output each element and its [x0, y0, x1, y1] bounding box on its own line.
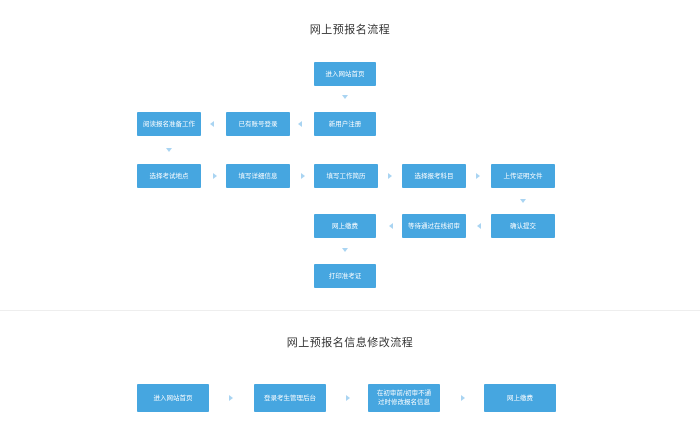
- arrow-down: [342, 95, 348, 99]
- step2-modify-info: 在初审前/初审不通 过时修改报名信息: [368, 384, 440, 412]
- step-confirm-submit: 确认提交: [491, 214, 555, 238]
- step-existing-login: 已有账号登录: [226, 112, 290, 136]
- arrow-left: [477, 223, 481, 229]
- step-print-ticket: 打印准考证: [314, 264, 376, 288]
- step-fill-details: 填写详细信息: [226, 164, 290, 188]
- arrow-right: [301, 173, 305, 179]
- arrow-right: [213, 173, 217, 179]
- step-enter-site: 进入网站首页: [314, 62, 376, 86]
- step-fill-resume: 填写工作简历: [314, 164, 378, 188]
- step2-online-payment: 网上缴费: [484, 384, 556, 412]
- step2-enter-site: 进入网站首页: [137, 384, 209, 412]
- step2-login-backend: 登录考生管理后台: [254, 384, 326, 412]
- flow-title-registration: 网上预报名流程: [309, 23, 391, 36]
- section-divider: [0, 310, 700, 311]
- arrow-left: [210, 121, 214, 127]
- arrow-right: [229, 395, 233, 401]
- arrow-right: [388, 173, 392, 179]
- flow-title-modification: 网上预报名信息修改流程: [286, 336, 414, 349]
- arrow-left: [389, 223, 393, 229]
- step-choose-subject: 选择报考科目: [402, 164, 466, 188]
- arrow-right: [476, 173, 480, 179]
- step-read-prep: 阅读报名准备工作: [137, 112, 201, 136]
- arrow-left: [298, 121, 302, 127]
- arrow-down: [520, 199, 526, 203]
- arrow-right: [346, 395, 350, 401]
- step-choose-exam-location: 选择考试地点: [137, 164, 201, 188]
- step-wait-review: 等待通过在线初审: [402, 214, 466, 238]
- step-online-payment: 网上缴费: [314, 214, 376, 238]
- arrow-down: [166, 148, 172, 152]
- step-upload-docs: 上传证明文件: [491, 164, 555, 188]
- arrow-right: [461, 395, 465, 401]
- arrow-down: [342, 248, 348, 252]
- step-new-user-register: 新用户注册: [314, 112, 376, 136]
